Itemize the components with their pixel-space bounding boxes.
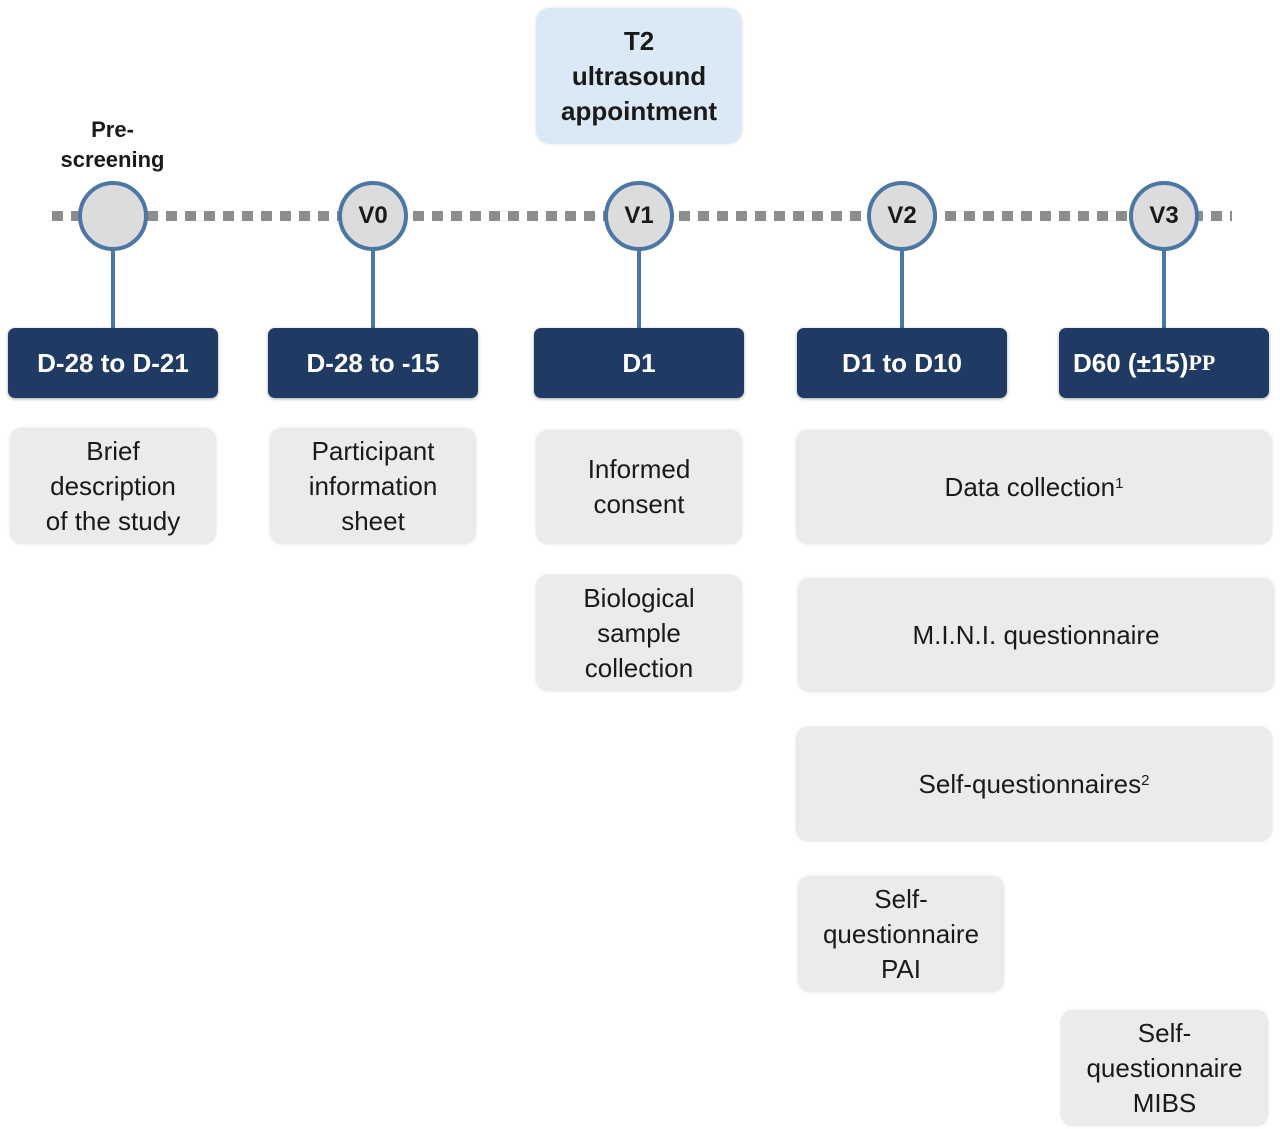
activity-biological-sample-collection: Biological sample collection	[536, 575, 742, 691]
period-label: D-28 to D-21	[37, 347, 189, 378]
activity-informed-consent: Informed consent	[536, 430, 742, 544]
data-collection-label: Data collection	[944, 471, 1116, 502]
visit-circle-v3: V3	[1129, 181, 1199, 251]
activity-self-questionnaire-mibs: Self- questionnaire MIBS	[1061, 1010, 1268, 1126]
activity-brief-description: Brief description of the study	[10, 428, 216, 544]
period-box-v1: D1	[534, 328, 744, 398]
visit-circle-v1: V1	[604, 181, 674, 251]
period-box-v2: D1 to D10	[797, 328, 1007, 398]
period-label: D1	[622, 347, 656, 378]
activity-participant-information-sheet: Participant information sheet	[270, 428, 476, 544]
stem-v2	[900, 249, 904, 329]
stem-v3	[1162, 249, 1166, 329]
visit-circle-prescreening	[78, 181, 148, 251]
stem-v0	[371, 249, 375, 329]
prescreening-label: Pre- screening	[60, 117, 165, 172]
visit-circle-v0: V0	[338, 181, 408, 251]
visit-circle-v2: V2	[867, 181, 937, 251]
stem-prescreening	[111, 249, 115, 329]
self-questionnaires-label: Self-questionnaires	[918, 768, 1142, 799]
stem-v1	[637, 249, 641, 329]
period-label: D-28 to -15	[306, 347, 440, 378]
t2-ultrasound-appointment-box: T2 ultrasound appointment	[536, 8, 742, 144]
activity-self-questionnaire-pai: Self- questionnaire PAI	[798, 876, 1004, 992]
period-label: D60 (±15)	[1073, 347, 1189, 378]
period-label: D1 to D10	[842, 347, 962, 378]
activity-mini-questionnaire: M.I.N.I. questionnaire	[798, 578, 1274, 692]
period-suffix-pp: PP	[1188, 350, 1216, 375]
period-box-prescreening: D-28 to D-21	[8, 328, 218, 398]
period-box-v0: D-28 to -15	[268, 328, 478, 398]
period-box-v3: D60 (±15)PP	[1059, 328, 1269, 398]
